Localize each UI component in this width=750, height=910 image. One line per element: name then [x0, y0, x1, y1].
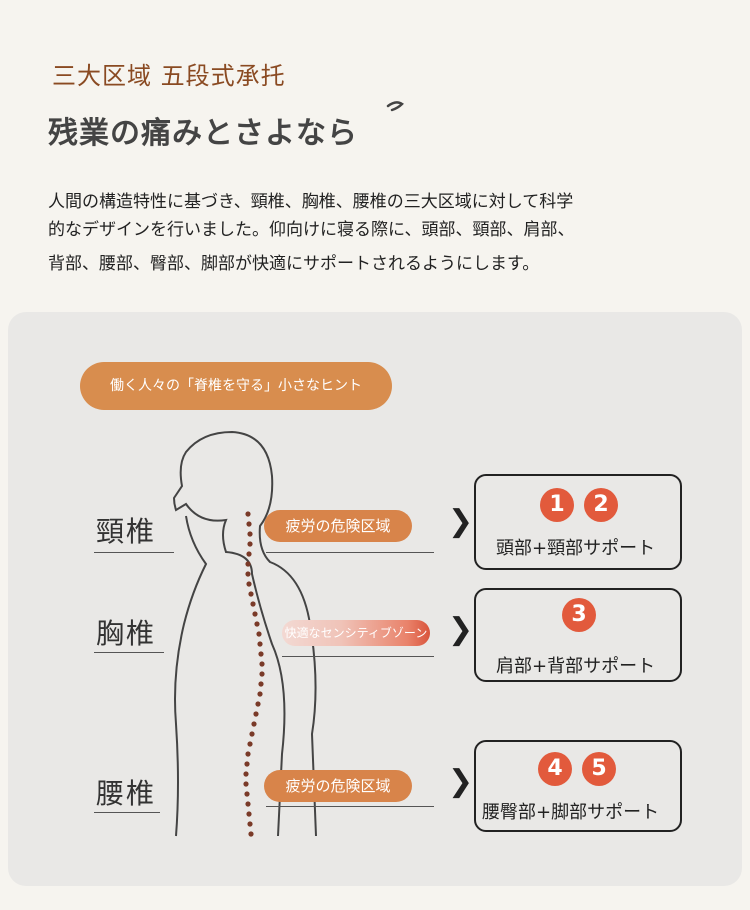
region-underline [94, 552, 174, 553]
region-label-thoracic: 胸椎 [96, 617, 157, 650]
zone-pill-thoracic: 快適なセンシティブゾーン [282, 620, 430, 646]
decorative-swirl-icon [386, 101, 404, 112]
description-line-2: 的なデザインを行いました。仰向けに寝る際に、頭部、頸部、肩部、 [48, 220, 575, 240]
description-line-1: 人間の構造特性に基づき、頸椎、胸椎、腰椎の三大区域に対して科学 [48, 192, 574, 212]
chevron-right-icon: ❯ [448, 612, 474, 647]
support-box-head-neck [474, 474, 682, 570]
spine-dots [243, 511, 265, 837]
badge: 2 [584, 488, 618, 522]
region-underline [94, 812, 160, 813]
region-label-cervical: 頸椎 [96, 515, 157, 548]
support-box-waist-legs [474, 740, 682, 832]
subtitle: 三大区域 五段式承托 [52, 62, 286, 90]
support-label: 肩部+背部サポート [496, 656, 656, 677]
badge: 3 [562, 598, 596, 632]
zone-underline [282, 656, 434, 657]
zone-pill-lumbar: 疲労の危険区域 [264, 770, 412, 802]
headline: 残業の痛みとさよなら [48, 116, 358, 151]
chevron-right-icon: ❯ [448, 504, 474, 539]
badge: 4 [538, 752, 572, 786]
description-line-3: 背部、腰部、臀部、脚部が快適にサポートされるようにします。 [48, 254, 540, 274]
region-underline [94, 652, 164, 653]
description: 人間の構造特性に基づき、頸椎、胸椎、腰椎の三大区域に対して科学 的なデザインを行… [48, 188, 688, 278]
zone-underline [266, 806, 434, 807]
chevron-right-icon: ❯ [448, 764, 474, 799]
support-label: 頭部+頸部サポート [496, 538, 656, 559]
zone-pill-cervical: 疲労の危険区域 [264, 510, 412, 542]
support-box-shoulder-back [474, 588, 682, 682]
support-label: 腰臀部+脚部サポート [482, 802, 660, 823]
human-silhouette-icon [172, 430, 317, 837]
zone-underline [266, 552, 434, 553]
tip-pill: 働く人々の「脊椎を守る」小さなヒント [80, 362, 392, 410]
badge: 5 [582, 752, 616, 786]
badge: 1 [540, 488, 574, 522]
region-label-lumbar: 腰椎 [96, 777, 157, 810]
